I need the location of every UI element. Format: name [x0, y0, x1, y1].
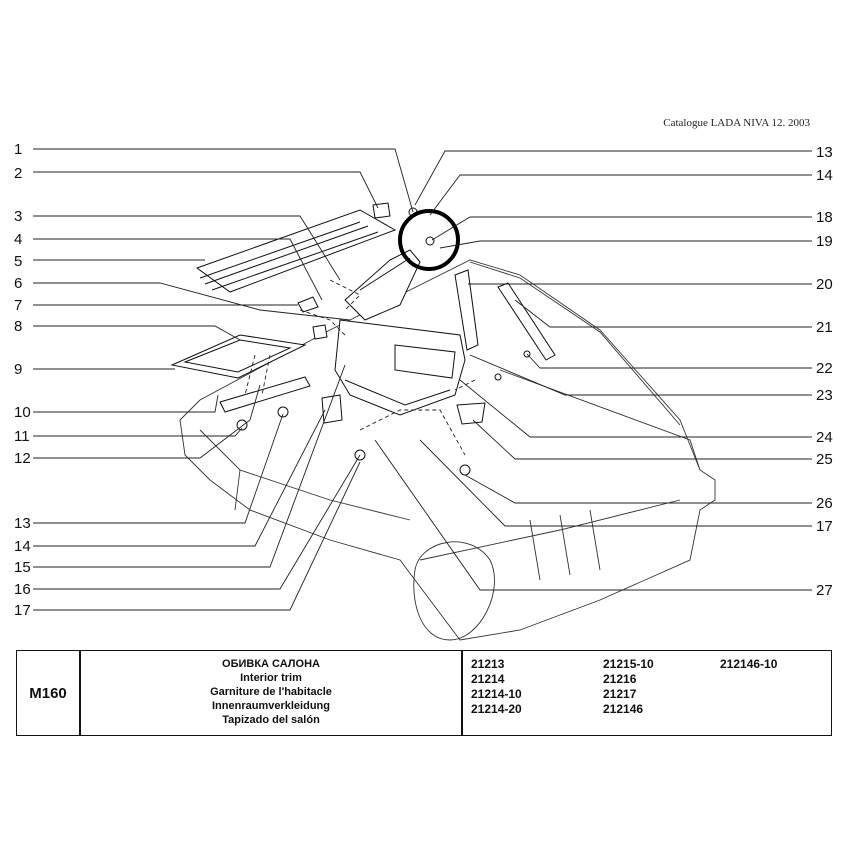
part-threshold-strip	[219, 376, 311, 413]
callout-15: 15	[14, 559, 31, 576]
leader-lines-left	[33, 148, 414, 611]
section-titles: ОБИВКА САЛОНА Interior trim Garniture de…	[81, 657, 461, 727]
callout-23: 23	[816, 387, 833, 404]
catalogue-header: Catalogue LADA NIVA 12. 2003	[663, 117, 810, 129]
callout-14: 14	[14, 538, 31, 555]
title-en: Interior trim	[240, 672, 302, 684]
part-rear-panel	[334, 319, 466, 416]
callout-4: 4	[14, 231, 22, 248]
model-code: 21215-10	[603, 657, 654, 671]
footer-divider	[79, 651, 81, 735]
part-b-pillar-trim	[344, 249, 421, 321]
part-fasteners	[236, 202, 531, 476]
title-fr: Garniture de l'habitacle	[210, 686, 332, 698]
assembly-dashed-lines	[244, 279, 476, 456]
model-code: 21216	[603, 672, 637, 686]
callout-5: 5	[14, 253, 22, 270]
highlight-circle	[398, 209, 460, 271]
callout-9: 9	[14, 361, 22, 378]
model-list-col1: 21213 21214 21214-10 21214-20	[471, 657, 522, 717]
callout-26: 26	[816, 495, 833, 512]
callout-11: 11	[14, 428, 30, 445]
callout-14-right: 14	[816, 167, 833, 184]
callout-2: 2	[14, 165, 22, 182]
part-sill-tray	[170, 334, 307, 379]
title-ru: ОБИВКА САЛОНА	[222, 658, 320, 670]
catalogue-footer-table: M160 ОБИВКА САЛОНА Interior trim Garnitu…	[16, 650, 832, 736]
callout-24: 24	[816, 429, 833, 446]
model-code: 21214-20	[471, 702, 522, 716]
callout-27: 27	[816, 582, 833, 599]
callout-3: 3	[14, 208, 22, 225]
callout-19: 19	[816, 233, 833, 250]
callout-22: 22	[816, 360, 833, 377]
callout-8: 8	[14, 318, 22, 335]
title-de: Innenraumverkleidung	[212, 700, 330, 712]
model-code: 21217	[603, 687, 637, 701]
callout-1: 1	[14, 141, 22, 158]
callout-7: 7	[14, 297, 22, 314]
footer-divider	[461, 651, 463, 735]
callout-17-right: 17	[816, 518, 833, 535]
model-code: 212146	[603, 702, 644, 716]
car-body-outline	[179, 259, 716, 641]
model-code: 21213	[471, 657, 505, 671]
callout-13-right: 13	[816, 144, 833, 161]
callout-numbers-left: 1 2 3 4 5 6 7 8 9 10 11 12 13 14 15 16 1…	[14, 141, 31, 619]
model-list-col3: 212146-10	[720, 657, 777, 672]
callout-21: 21	[816, 319, 833, 336]
callout-20: 20	[816, 276, 833, 293]
callout-17: 17	[14, 602, 31, 619]
callout-13: 13	[14, 515, 31, 532]
part-door-strips	[454, 269, 556, 361]
callout-25: 25	[816, 451, 833, 468]
model-code: 21214-10	[471, 687, 522, 701]
exploded-parts-diagram: 1 2 3 4 5 6 7 8 9 10 11 12 13 14 15 16 1…	[14, 141, 833, 641]
callout-12: 12	[14, 450, 31, 467]
model-code: 21214	[471, 672, 505, 686]
callout-numbers-right: 13 14 18 19 20 21 22 23 24 25 26 17 27	[816, 144, 833, 599]
leader-lines-right	[374, 150, 812, 591]
title-es: Tapizado del salón	[222, 714, 320, 726]
model-code: 212146-10	[720, 657, 778, 671]
callout-16: 16	[14, 581, 31, 598]
model-list-col2: 21215-10 21216 21217 212146	[603, 657, 654, 717]
section-code: M160	[29, 684, 67, 702]
callout-18: 18	[816, 209, 833, 226]
callout-6: 6	[14, 275, 22, 292]
callout-10: 10	[14, 404, 31, 421]
